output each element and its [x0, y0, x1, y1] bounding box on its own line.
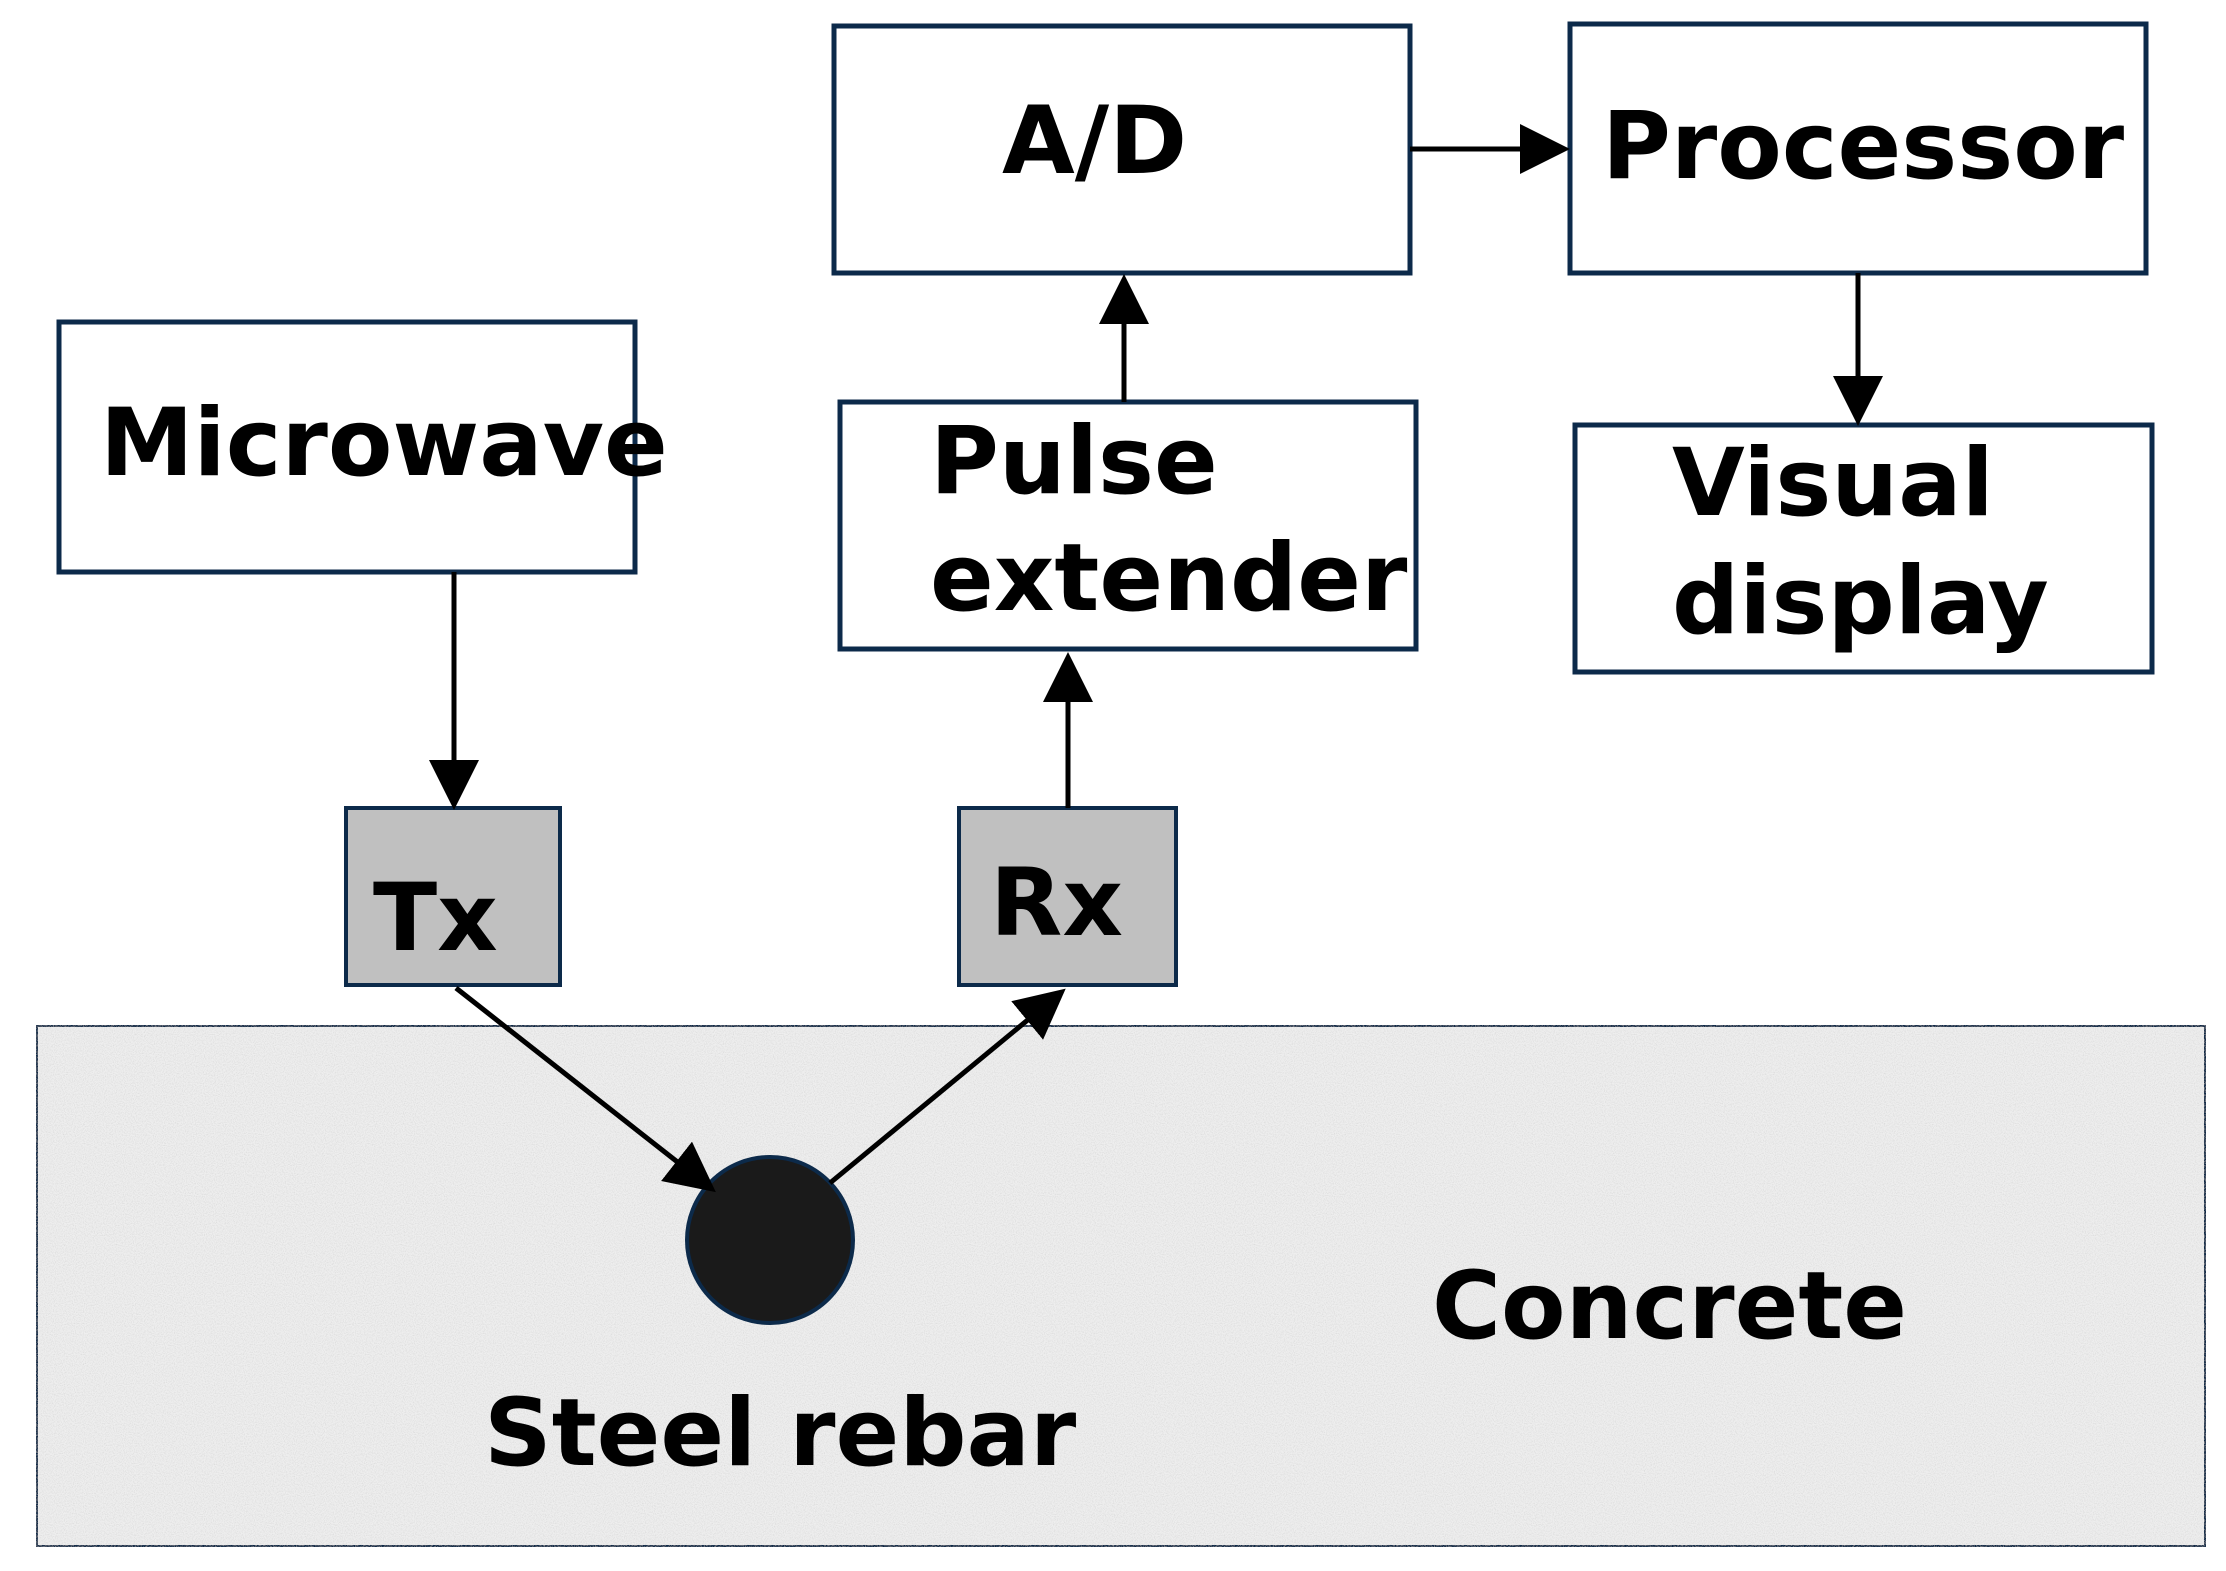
rx-label: Rx [990, 849, 1123, 958]
tx-antenna: Tx [344, 806, 562, 987]
steel-rebar-label: Steel rebar [484, 1379, 1077, 1488]
microwave-label: Microwave [100, 389, 668, 498]
concrete-block [34, 1023, 2208, 1549]
visual-display-label-line2: display [1672, 547, 2049, 656]
ad-block: A/D [831, 23, 1413, 276]
processor-label: Processor [1602, 92, 2125, 201]
processor-block: Processor [1567, 21, 2149, 276]
ad-label: A/D [1002, 87, 1187, 196]
pulse-extender-block: Pulse extender [837, 399, 1419, 652]
pulse-extender-label-line1: Pulse [930, 407, 1218, 516]
arrow-rebar-to-rx [828, 988, 1066, 1185]
tx-label: Tx [373, 864, 498, 973]
arrow-tx-to-rebar [454, 986, 716, 1193]
microwave-block: Microwave [56, 319, 668, 575]
steel-rebar-circle [685, 1155, 855, 1325]
pulse-extender-label-line2: extender [930, 524, 1408, 633]
rx-antenna: Rx [957, 806, 1178, 987]
visual-display-label-line1: Visual [1672, 429, 1994, 538]
concrete-label: Concrete [1432, 1252, 1907, 1361]
visual-display-block: Visual display [1572, 422, 2155, 675]
